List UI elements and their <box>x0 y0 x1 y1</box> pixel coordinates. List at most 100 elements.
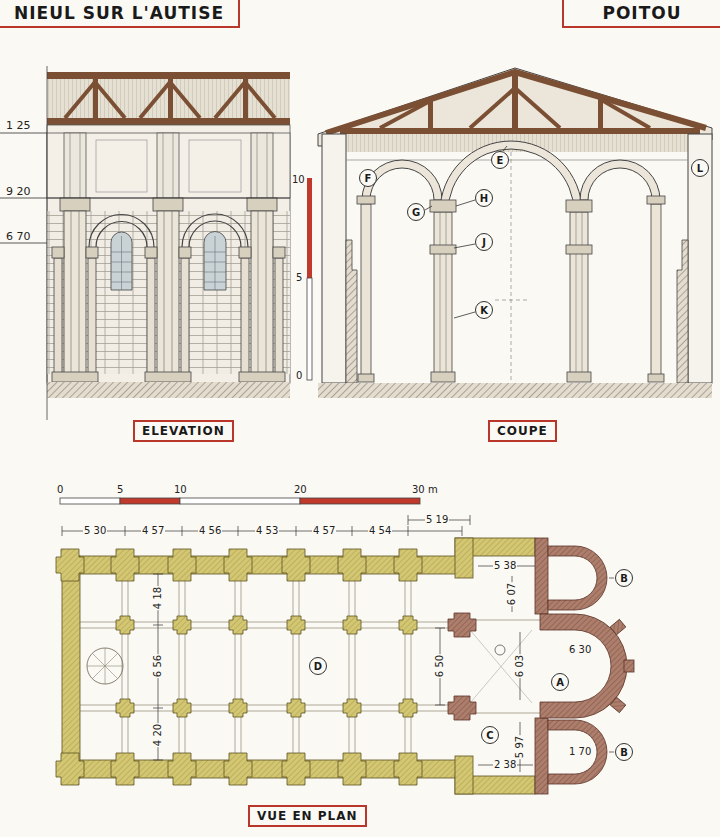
dimension-label: 6 70 <box>5 231 32 242</box>
drawing-part <box>168 549 196 581</box>
drawing-part <box>87 648 123 684</box>
drawing-part <box>380 88 650 128</box>
drawing-part <box>56 753 84 785</box>
title-text: NIEUL SUR L'AUTISE <box>14 3 224 23</box>
drawing-part <box>173 699 191 717</box>
callout-letter: K <box>475 301 493 319</box>
dimension-label: 6 56 <box>153 654 163 678</box>
drawing-part <box>566 200 592 382</box>
plan-scale <box>60 498 420 504</box>
drawing-part <box>116 616 134 634</box>
drawing-part <box>168 753 196 785</box>
callout-text: H <box>480 193 488 204</box>
drawing-part <box>495 152 527 380</box>
drawing-part <box>287 616 305 634</box>
drawing-part <box>282 549 310 581</box>
dimension-label: 1 25 <box>5 120 32 131</box>
drawing-part <box>180 498 300 504</box>
title-text: POITOU <box>602 3 681 23</box>
callout-text: G <box>412 207 420 218</box>
title-box: POITOU <box>562 0 720 28</box>
plan-drawing <box>56 515 634 794</box>
callout-letter: L <box>691 159 709 177</box>
drawing-part <box>87 648 123 684</box>
drawing-part <box>340 128 700 134</box>
drawing-part <box>448 696 476 720</box>
dimension-label: 20 <box>293 485 308 495</box>
drawing-part <box>229 699 247 717</box>
dimension-label: 2 38 <box>493 760 517 770</box>
dimension-label: 10 <box>173 485 188 495</box>
callout-letter: E <box>491 151 509 169</box>
drawing-part <box>189 140 241 192</box>
drawing-part <box>0 133 290 243</box>
drawing-part <box>455 756 473 794</box>
dimension-label: 1 70 <box>568 747 592 757</box>
drawing-part <box>62 515 614 772</box>
drawing-part <box>495 645 505 655</box>
drawing-part <box>47 382 290 398</box>
callout-text: B <box>620 747 628 758</box>
drawing-part <box>78 620 540 713</box>
callout-letter: A <box>551 673 569 691</box>
dimension-label: 30 m <box>411 485 439 495</box>
dimension-label: 4 18 <box>153 586 163 610</box>
drawing-part <box>62 556 80 778</box>
dimension-label: 5 <box>295 273 303 283</box>
drawing-part <box>326 72 706 133</box>
drawing-part <box>425 146 507 318</box>
drawing-part <box>394 753 422 785</box>
drawing-part <box>116 699 134 717</box>
dimension-label: 5 97 <box>515 735 525 759</box>
dimension-label: 4 57 <box>312 526 336 536</box>
callout-text: K <box>480 305 488 316</box>
title-text: COUPE <box>497 424 548 438</box>
drawing-part <box>580 160 660 200</box>
callout-letter: H <box>475 189 493 207</box>
drawing-part <box>47 118 290 125</box>
drawing-part <box>145 133 191 382</box>
drawing-part <box>343 699 361 717</box>
dimension-label: 5 30 <box>83 526 107 536</box>
view-title-box: VUE EN PLAN <box>248 805 367 827</box>
dimension-label: 4 57 <box>141 526 165 536</box>
drawing-part <box>111 549 139 581</box>
drawing-part <box>52 133 98 382</box>
drawing-part <box>624 660 634 672</box>
drawing-part <box>93 79 98 118</box>
dimension-label: 6 03 <box>515 654 525 678</box>
title-text: VUE EN PLAN <box>257 809 358 823</box>
drawing-part <box>287 699 305 717</box>
drawing-part <box>47 125 290 383</box>
section-drawing <box>318 68 712 398</box>
dimension-label: 4 54 <box>368 526 392 536</box>
callout-text: D <box>314 661 322 672</box>
drawing-part <box>610 697 626 712</box>
callout-text: E <box>497 155 504 166</box>
drawing-part <box>282 753 310 785</box>
drawing-part <box>430 200 456 382</box>
drawing-part <box>677 240 688 383</box>
drawing-part <box>56 549 84 581</box>
drawing-part <box>173 616 191 634</box>
title-box: NIEUL SUR L'AUTISE <box>0 0 240 28</box>
drawing-part <box>122 574 411 760</box>
drawing-part <box>548 546 607 610</box>
drawing-part <box>394 549 422 581</box>
title-text: ELEVATION <box>142 424 225 438</box>
drawing-part <box>239 133 285 382</box>
drawing-part <box>96 140 147 192</box>
drawing-part <box>343 616 361 634</box>
callout-letter: F <box>359 169 377 187</box>
callout-text: L <box>697 163 703 174</box>
drawing-part <box>243 79 248 118</box>
drawing-part <box>399 616 417 634</box>
drawing-part <box>548 720 607 784</box>
callout-letter: C <box>481 726 499 744</box>
callout-letter: D <box>309 657 327 675</box>
callout-text: J <box>482 237 486 248</box>
drawing-part <box>399 699 417 717</box>
dimension-label: 6 30 <box>568 645 592 655</box>
drawing-part <box>229 616 247 634</box>
